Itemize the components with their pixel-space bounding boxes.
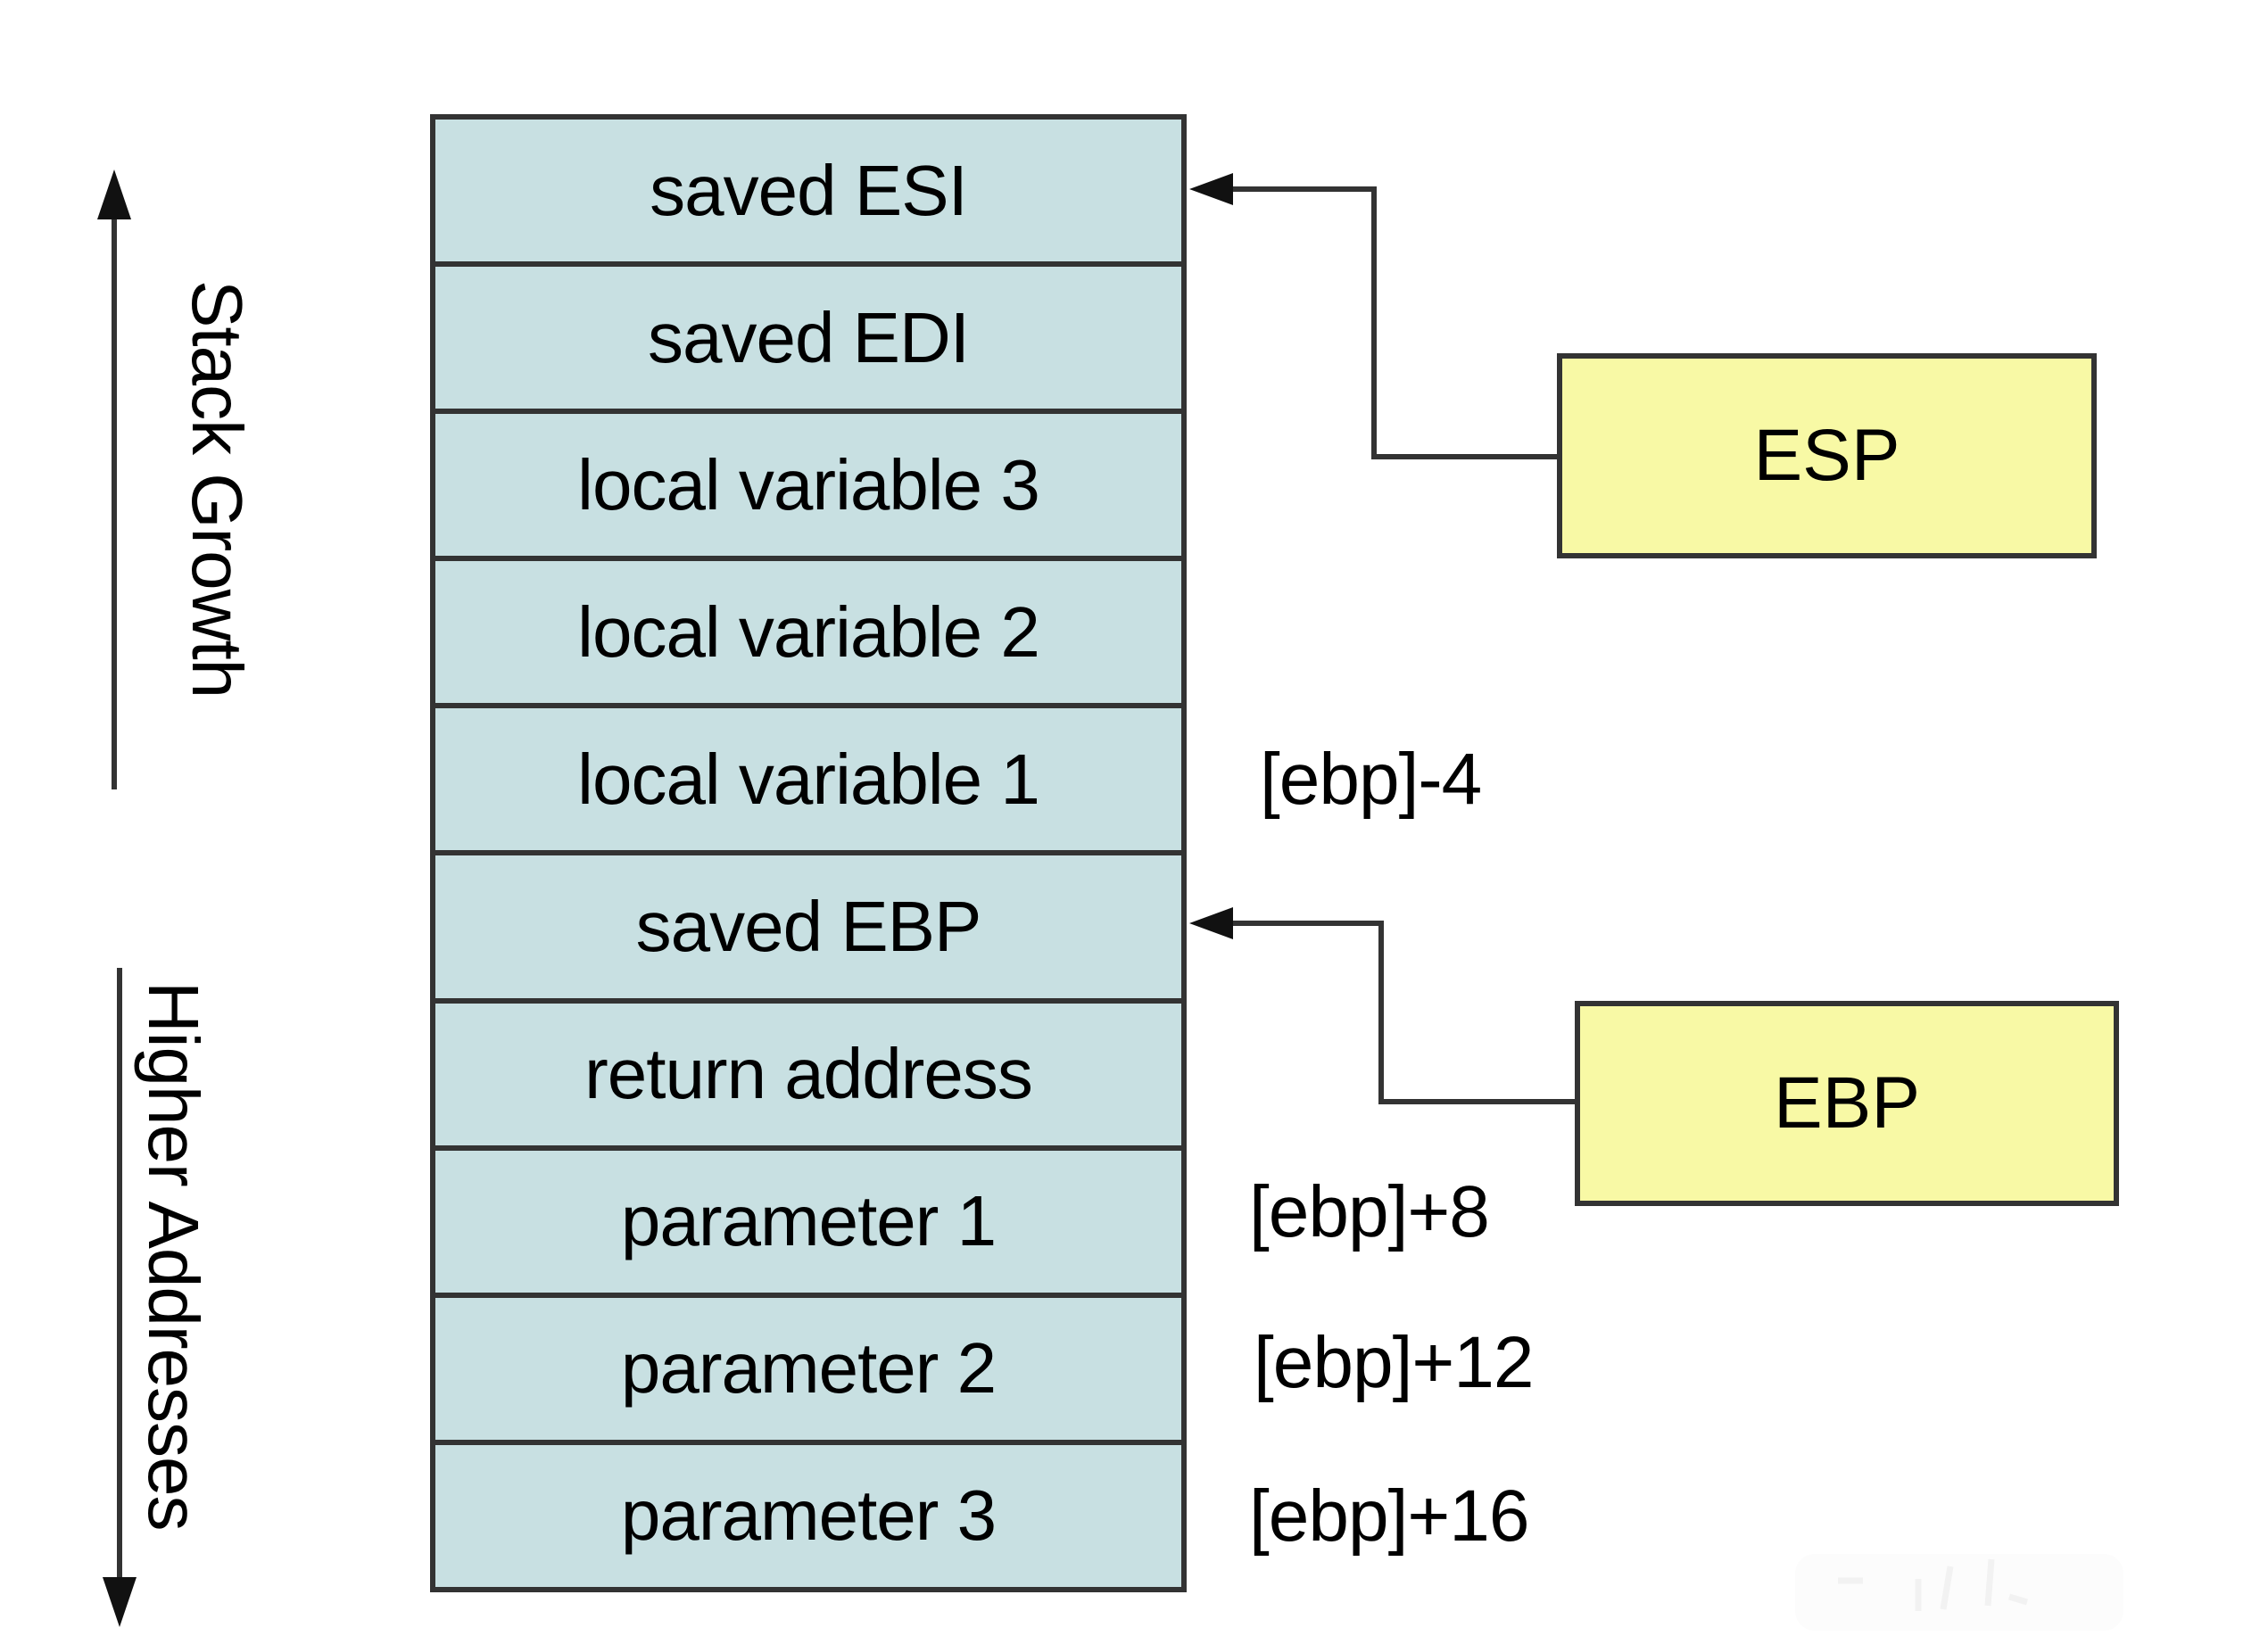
down-arrowhead-icon [103, 1577, 137, 1627]
stack-cell-saved-edi: saved EDI [435, 267, 1181, 415]
up-arrowhead-icon [97, 169, 131, 219]
higher-addresses-arrow [103, 968, 137, 1627]
esp-register-box: ESP [1557, 353, 2097, 558]
stack-cell-saved-esi: saved ESI [435, 120, 1181, 268]
stack-cell-parameter-3: parameter 3 [620, 1475, 997, 1556]
stack-cell-local-var-1: local variable 1 [435, 708, 1181, 856]
esp-pointer-connector [1189, 173, 1557, 459]
stack-growth-label: Stack Growth [178, 280, 257, 698]
offset-label-ebp-plus-16: [ebp]+16 [1249, 1475, 1529, 1557]
stack-growth-arrow [97, 169, 131, 789]
stack-memory-table: saved ESI saved EDI local variable 3 loc… [430, 114, 1187, 1592]
offset-label-ebp-plus-8: [ebp]+8 [1249, 1171, 1490, 1252]
offset-label-ebp-plus-12: [ebp]+12 [1254, 1322, 1534, 1403]
stack-cell-parameter-1: parameter 1 [435, 1151, 1181, 1298]
faint-watermark [1795, 1554, 2123, 1631]
left-arrowhead-icon [1189, 907, 1233, 939]
offset-label-ebp-minus-4: [ebp]-4 [1260, 739, 1482, 820]
stack-cell-return-addr: return address [435, 1004, 1181, 1151]
stack-cell-local-var-3: local variable 3 [435, 414, 1181, 562]
ebp-pointer-connector [1189, 907, 1575, 1104]
stack-cell-parameter-2: parameter 2 [435, 1298, 1181, 1445]
higher-addresses-label: Higher Addresses [134, 981, 213, 1531]
left-arrowhead-icon [1189, 173, 1233, 205]
stack-cell-local-var-2: local variable 2 [435, 561, 1181, 709]
ebp-register-box: EBP [1575, 1001, 2119, 1206]
stack-cell-saved-ebp: saved EBP [435, 855, 1181, 1004]
